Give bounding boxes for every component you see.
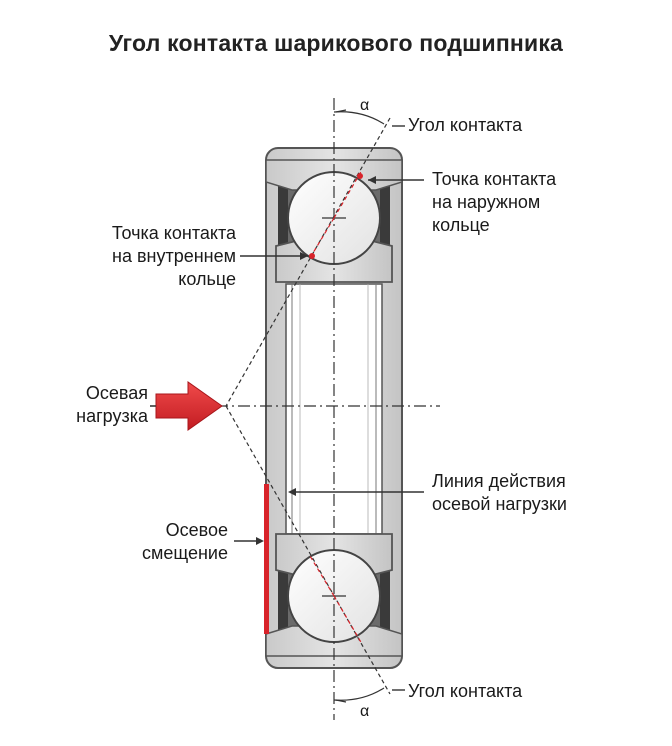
axial-displacement-line-2: смещение [141, 543, 228, 563]
axial-displacement-line-1: Осевое [165, 520, 228, 540]
inner-contact-line-3: кольце [178, 269, 236, 289]
alpha-arc-bottom [333, 687, 385, 701]
alpha-arc-top [333, 111, 385, 125]
outer-contact-point-label: Точка контакта на наружном кольце [432, 168, 556, 237]
leader-arrowheads [256, 176, 376, 545]
alpha-tick-bottom [335, 699, 347, 703]
axial-load-line-2: нагрузка [76, 406, 148, 426]
contact-angle-label-top: Угол контакта [408, 115, 523, 135]
axial-load-label: Осевая нагрузка [20, 382, 148, 428]
inner-contact-point-marker [309, 253, 315, 259]
axial-load-arrow [155, 381, 223, 431]
outer-contact-line-3: кольце [432, 215, 490, 235]
inner-contact-line-2: на внутреннем [112, 246, 236, 266]
inner-contact-line-1: Точка контакта [111, 223, 236, 243]
outer-contact-line-2: на наружном [432, 192, 541, 212]
outer-contact-line-1: Точка контакта [432, 169, 557, 189]
axial-displacement-label: Осевое смещение [60, 519, 228, 565]
alpha-label-bottom: α [360, 703, 370, 720]
axial-load-line-label-2: осевой нагрузки [432, 494, 567, 514]
inner-contact-point-label: Точка контакта на внутреннем кольце [40, 222, 236, 291]
axial-displacement-bar [264, 484, 269, 634]
alpha-label-top: α [360, 97, 370, 114]
contact-angle-label-bottom: Угол контакта [408, 681, 523, 701]
diagram-title: Угол контакта шарикового подшипника [108, 30, 564, 56]
axial-load-line-label: Линия действия осевой нагрузки [432, 470, 567, 516]
alpha-tick-top [335, 109, 347, 113]
axial-load-line-label-1: Линия действия [432, 471, 566, 491]
axial-load-line-1: Осевая [85, 383, 148, 403]
contact-angle-lines [225, 117, 391, 695]
outer-contact-point-marker [357, 173, 363, 179]
